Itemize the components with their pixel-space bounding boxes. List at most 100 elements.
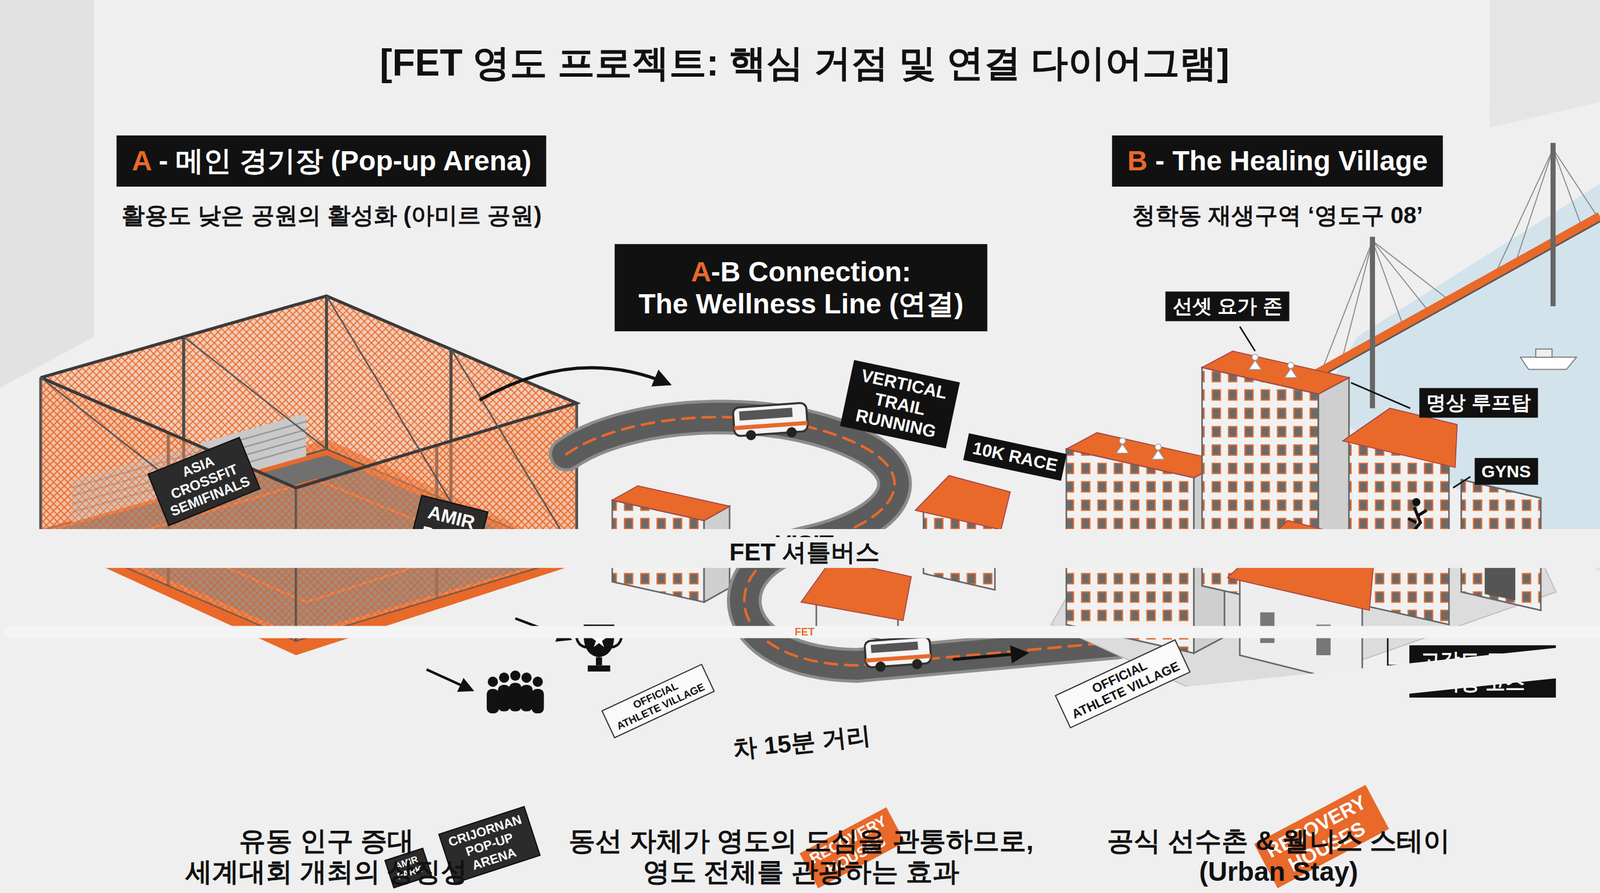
yoga-figures — [1248, 360, 1262, 370]
heading-text: B - The Healing Village — [1127, 144, 1428, 177]
arena-front-wall — [295, 402, 577, 641]
arena-braces — [40, 295, 577, 557]
bridge-deck — [1306, 216, 1600, 380]
tag-text: VERTICAL TRAIL RUNNING — [847, 365, 953, 444]
text-wrap: 명상 루프탑 — [1426, 391, 1531, 415]
leader-lines — [1239, 326, 1471, 666]
subtitle-wrap: 청학동 재생구역 ‘영도구 08’ — [1131, 201, 1423, 229]
crowd-icon — [509, 682, 522, 712]
heading-box: A - 메인 경기장 (Pop-up Arena) — [116, 135, 547, 187]
healing-village — [1202, 351, 1350, 395]
bridge-towers — [1369, 236, 1375, 409]
shuttle-bus — [733, 420, 808, 431]
crowd-icon — [531, 688, 544, 714]
crowd-icon — [510, 670, 521, 681]
backdrop — [1489, 0, 1600, 128]
healing-village — [1066, 432, 1225, 478]
arena-board: ASIA CROSSFIT SEMIFINALS — [147, 436, 262, 527]
tag-text: 명상 루프탑 — [1426, 391, 1531, 415]
bus-logo-text: FET — [6, 626, 1600, 639]
arena-front-wall — [40, 377, 296, 642]
shuttle-bus — [870, 641, 919, 654]
shuttle-bus — [911, 658, 923, 670]
trophy-icon — [595, 656, 603, 666]
crowd-icon — [486, 688, 499, 714]
arena-poles — [40, 295, 577, 641]
boat — [1535, 348, 1552, 357]
bridge-cables — [1552, 148, 1598, 218]
subtitle-text: 청학동 재생구역 ‘영도구 08’ — [1131, 201, 1423, 229]
text-wrap: A-B Connection: The Wellness Line (연결) — [630, 255, 972, 320]
arena — [28, 295, 592, 656]
leader-lines — [1351, 382, 1411, 409]
shuttle-bus — [745, 429, 757, 441]
caption-note: 유동 인구 증대 세계대회 개최의 상징성 — [173, 824, 480, 889]
arena-front-wall — [40, 377, 577, 642]
building-sign: OFFICIAL ATHLETE VILLAGE — [601, 663, 716, 739]
title-box: [FET 영도 프로젝트: 핵심 거점 및 연결 다이어그램] — [4, 41, 1600, 85]
shuttle-bus — [732, 402, 809, 442]
mid-buildings — [801, 559, 912, 621]
arena-braces — [326, 295, 452, 503]
shuttle-bus — [875, 661, 887, 673]
caption-note: 동선 자체가 영도의 도심을 관통하므로, 영도 전체를 관광하는 효과 — [556, 824, 1046, 889]
tag-text: 선셋 요가 존 — [1172, 294, 1283, 318]
caption-note-text: 유동 인구 증대 세계대회 개최의 상징성 — [176, 825, 477, 888]
crowd-icon — [498, 672, 510, 684]
yoga-figures — [1116, 444, 1129, 454]
crowd-icon — [520, 684, 533, 712]
runner-figure — [1412, 498, 1421, 507]
site-heading: B - The Healing Village 청학동 재생구역 ‘영도구 08’ — [1112, 135, 1444, 228]
tag-text: 10K RACE — [970, 438, 1060, 477]
connection-box: A-B Connection: The Wellness Line (연결) — [614, 244, 988, 332]
caption-note: 공식 선수촌 & 웰니스 스테이 (Urban Stay) — [1101, 824, 1456, 889]
backdrop — [0, 0, 94, 388]
connection-text: A-B Connection: The Wellness Line (연결) — [630, 255, 972, 320]
text-wrap: 10K RACE — [970, 438, 1060, 477]
callout-tag: VERTICAL TRAIL RUNNING — [840, 359, 960, 449]
boat — [1520, 348, 1577, 370]
arena-braces — [183, 336, 327, 449]
yoga-figures — [1284, 368, 1298, 378]
bridge-deck-edge — [1306, 221, 1600, 385]
leader-lines — [1239, 326, 1255, 352]
callout-tag: 명상 루프탑 — [1419, 388, 1538, 419]
healing-village — [1051, 351, 1557, 707]
bridge-towers — [1550, 143, 1556, 307]
subtitle-wrap: 활용도 낮은 공원의 활성화 (아미르 공원) — [121, 201, 542, 229]
bridge-cables — [1552, 148, 1582, 227]
bus-label-text: FET 셔틀버스 — [9, 538, 1600, 567]
bus-logo: FET — [4, 626, 1600, 639]
arena-poles — [325, 295, 328, 449]
heading-text: A - 메인 경기장 (Pop-up Arena) — [131, 144, 532, 177]
caption-note-text: 동선 자체가 영도의 도심을 관통하므로, 영도 전체를 관광하는 효과 — [560, 825, 1042, 888]
leader-lines — [1452, 476, 1471, 488]
bridge-cables — [1372, 240, 1430, 312]
text-wrap: GYNS — [1481, 461, 1531, 482]
yoga-figures — [1287, 362, 1295, 369]
heading-box: B - The Healing Village — [1112, 135, 1444, 187]
shuttle-bus — [738, 407, 793, 421]
mid-buildings — [915, 475, 1010, 530]
yoga-figures — [1116, 354, 1298, 460]
yoga-figures — [1119, 437, 1126, 445]
shuttle-bus — [786, 426, 798, 438]
crowd-icon — [486, 670, 544, 714]
arena-board-text: ASIA CROSSFIT SEMIFINALS — [154, 443, 254, 521]
crowd-icon — [532, 676, 544, 688]
caption-note-text: 공식 선수촌 & 웰니스 스테이 (Urban Stay) — [1104, 825, 1453, 888]
shuttle-bus — [732, 402, 808, 437]
building-sign-text: OFFICIAL ATHLETE VILLAGE — [608, 669, 709, 734]
tag-text: GYNS — [1481, 461, 1531, 482]
yoga-figures — [1252, 354, 1259, 361]
bridge-cables — [1372, 240, 1450, 300]
diagram-title: [FET 영도 프로젝트: 핵심 거점 및 연결 다이어그램] — [4, 41, 1600, 85]
text-wrap: VERTICAL TRAIL RUNNING — [847, 365, 953, 444]
callout-tag: 10K RACE — [963, 433, 1067, 481]
callout-tag: 선셋 요가 존 — [1165, 291, 1290, 321]
bridge-cables — [1372, 240, 1404, 326]
site-heading: A - 메인 경기장 (Pop-up Arena) 활용도 낮은 공원의 활성화 … — [116, 135, 547, 228]
crowd-icon — [487, 676, 499, 688]
callout-tag: GYNS — [1474, 458, 1538, 486]
